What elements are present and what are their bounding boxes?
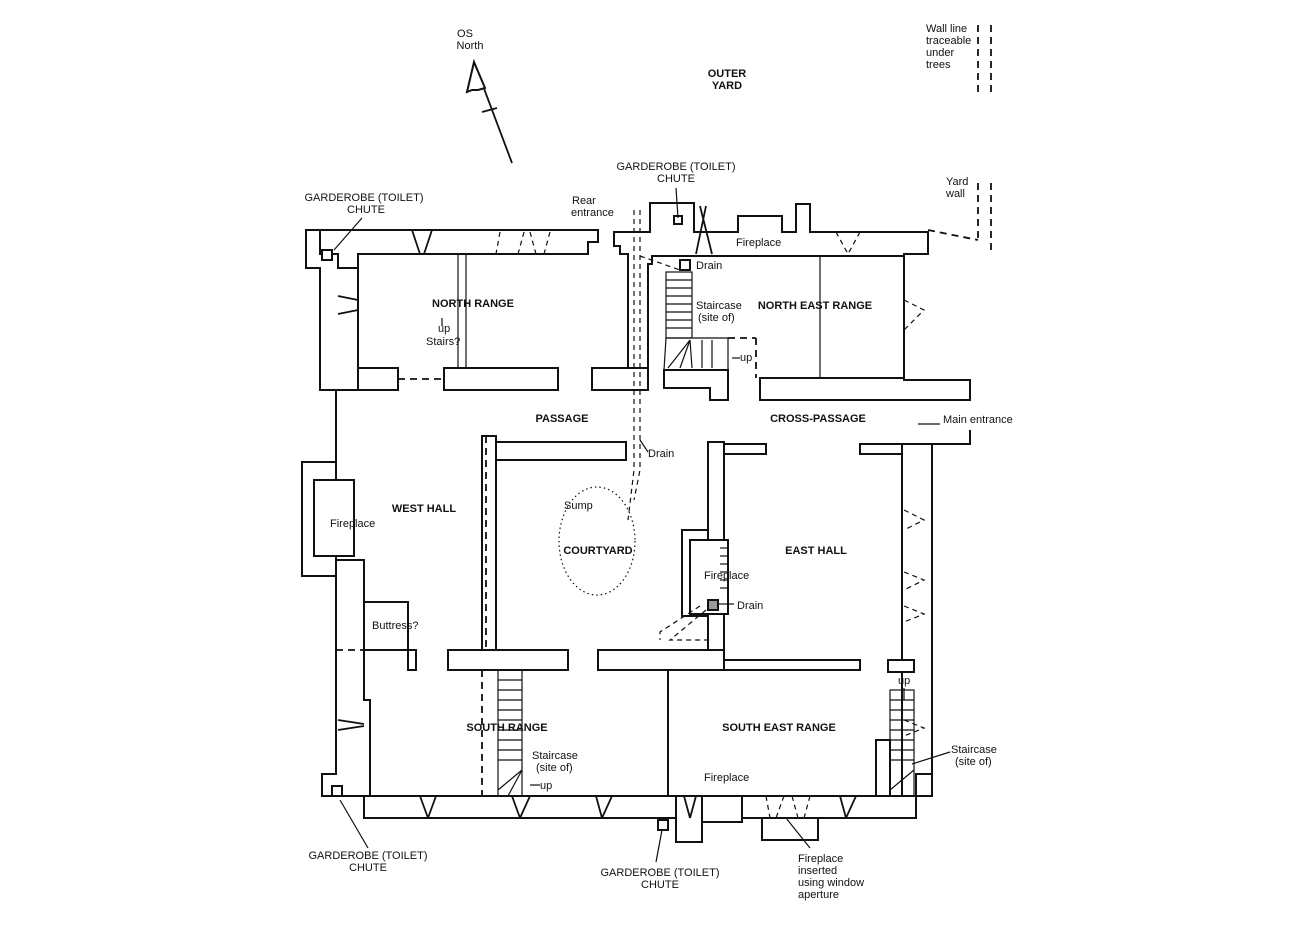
garderobe-s-label-2: CHUTE: [641, 879, 679, 891]
garderobe-n-label: GARDEROBE (TOILET): [617, 161, 736, 173]
leader-lines: [333, 187, 951, 863]
dashed-features: [336, 210, 821, 796]
staircase-south: [497, 669, 523, 797]
drain-label-center: Drain: [648, 448, 674, 460]
west-hall-label: WEST HALL: [392, 503, 456, 515]
garderobe-sw-label: GARDEROBE (TOILET): [309, 850, 428, 862]
cross-passage-label: CROSS-PASSAGE: [770, 413, 866, 425]
staircase-north: [663, 271, 729, 371]
staircase-label-south-2: (site of): [536, 762, 573, 774]
fireplace-label-south: Fireplace: [704, 772, 749, 784]
courtyard-label: COURTYARD: [563, 545, 632, 557]
rear-entrance-label: Rear: [572, 195, 596, 207]
fp-inserted-label-2: inserted: [798, 865, 837, 877]
fp-inserted-label-4: aperture: [798, 889, 839, 901]
window-splays: [337, 205, 926, 819]
fireplace-label-west: Fireplace: [330, 518, 375, 530]
wall-line-label-3: under: [926, 47, 954, 59]
fireplace-label-east: Fireplace: [704, 570, 749, 582]
stairs-question-label: Stairs?: [426, 336, 460, 348]
sump-ellipse: [558, 486, 636, 596]
drain-label-east: Drain: [737, 600, 763, 612]
garderobe-n-label-2: CHUTE: [657, 173, 695, 185]
staircase-label-se-2: (site of): [955, 756, 992, 768]
fireplace-east-hearth: [720, 547, 728, 589]
garderobe-s-label: GARDEROBE (TOILET): [601, 867, 720, 879]
staircase-label-north: Staircase: [696, 300, 742, 312]
yard-wall: [927, 183, 992, 255]
staircase-label-north-2: (site of): [698, 312, 735, 324]
staircase-label-se: Staircase: [951, 744, 997, 756]
east-hall-label: EAST HALL: [785, 545, 847, 557]
main-entrance-label: Main entrance: [943, 414, 1013, 426]
rear-entrance-label-2: entrance: [571, 207, 614, 219]
wall-line-label-4: trees: [926, 59, 951, 71]
north-east-range-label: NORTH EAST RANGE: [758, 300, 872, 312]
south-east-range-label: SOUTH EAST RANGE: [722, 722, 836, 734]
up-label-south: up: [540, 780, 552, 792]
north-range-label: NORTH RANGE: [432, 298, 514, 310]
drain-squares: [321, 215, 719, 831]
fp-inserted-label-3: using window: [798, 877, 864, 889]
fp-inserted-label: Fireplace: [798, 853, 843, 865]
passage-label: PASSAGE: [536, 413, 589, 425]
garderobe-sw-label-2: CHUTE: [349, 862, 387, 874]
wall-line-label: Wall line: [926, 23, 967, 35]
south-range-label: SOUTH RANGE: [466, 722, 547, 734]
sump-label: Sump: [564, 500, 593, 512]
buttress-label: Buttress?: [372, 620, 418, 632]
os-north-label: OS: [457, 28, 473, 40]
outer-yard-label-2: YARD: [712, 80, 742, 92]
building-walls: [301, 202, 971, 843]
wall-line-label-2: traceable: [926, 35, 971, 47]
staircase-south-east: [889, 689, 915, 797]
up-label-ne: up: [740, 352, 752, 364]
fireplace-label-ne: Fireplace: [736, 237, 781, 249]
os-north-label-2: North: [457, 40, 484, 52]
garderobe-nw-label-2: CHUTE: [347, 204, 385, 216]
yard-wall-label-2: wall: [945, 188, 965, 200]
staircase-label-south: Staircase: [532, 750, 578, 762]
wall-line-trees: [977, 25, 992, 92]
outer-yard-label: OUTER: [708, 68, 747, 80]
garderobe-nw-label: GARDEROBE (TOILET): [305, 192, 424, 204]
up-label-north: up: [438, 323, 450, 335]
yard-wall-label: Yard: [946, 176, 968, 188]
north-arrow-icon: [465, 58, 513, 164]
drain-label-north: Drain: [696, 260, 722, 272]
up-label-se: up: [898, 675, 910, 687]
